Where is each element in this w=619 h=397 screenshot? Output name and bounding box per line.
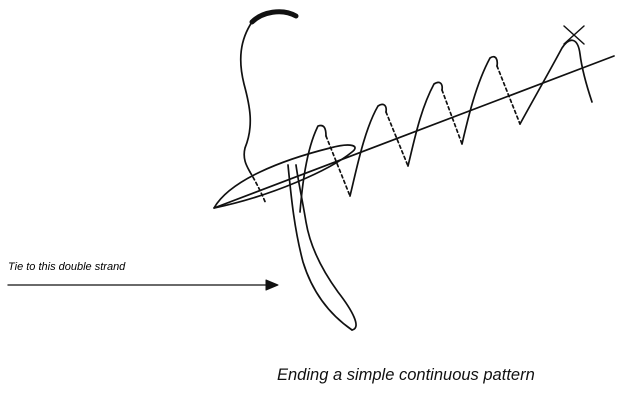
cross-mark xyxy=(563,25,585,45)
oval-loop xyxy=(213,144,356,209)
double-strand-right xyxy=(295,164,357,331)
diagram-caption: Ending a simple continuous pattern xyxy=(277,366,535,384)
coil-1-front xyxy=(299,124,327,213)
coil-1-back xyxy=(325,135,351,197)
strand-dashed-segment xyxy=(249,171,267,205)
coil-2-back xyxy=(385,111,409,167)
strand-thick-end xyxy=(249,9,299,25)
annotation-label: Tie to this double strand xyxy=(8,261,126,273)
strand-upper-curve xyxy=(239,21,253,173)
coil-3-front xyxy=(407,81,444,167)
coil-2-front xyxy=(349,103,388,197)
coil-4-front xyxy=(461,55,499,145)
coil-5-front xyxy=(519,39,593,125)
double-strand-left xyxy=(287,164,353,331)
annotation-arrowhead xyxy=(265,279,279,291)
coil-3-back xyxy=(441,89,463,145)
coil-4-back xyxy=(496,65,521,125)
main-line xyxy=(213,55,615,209)
